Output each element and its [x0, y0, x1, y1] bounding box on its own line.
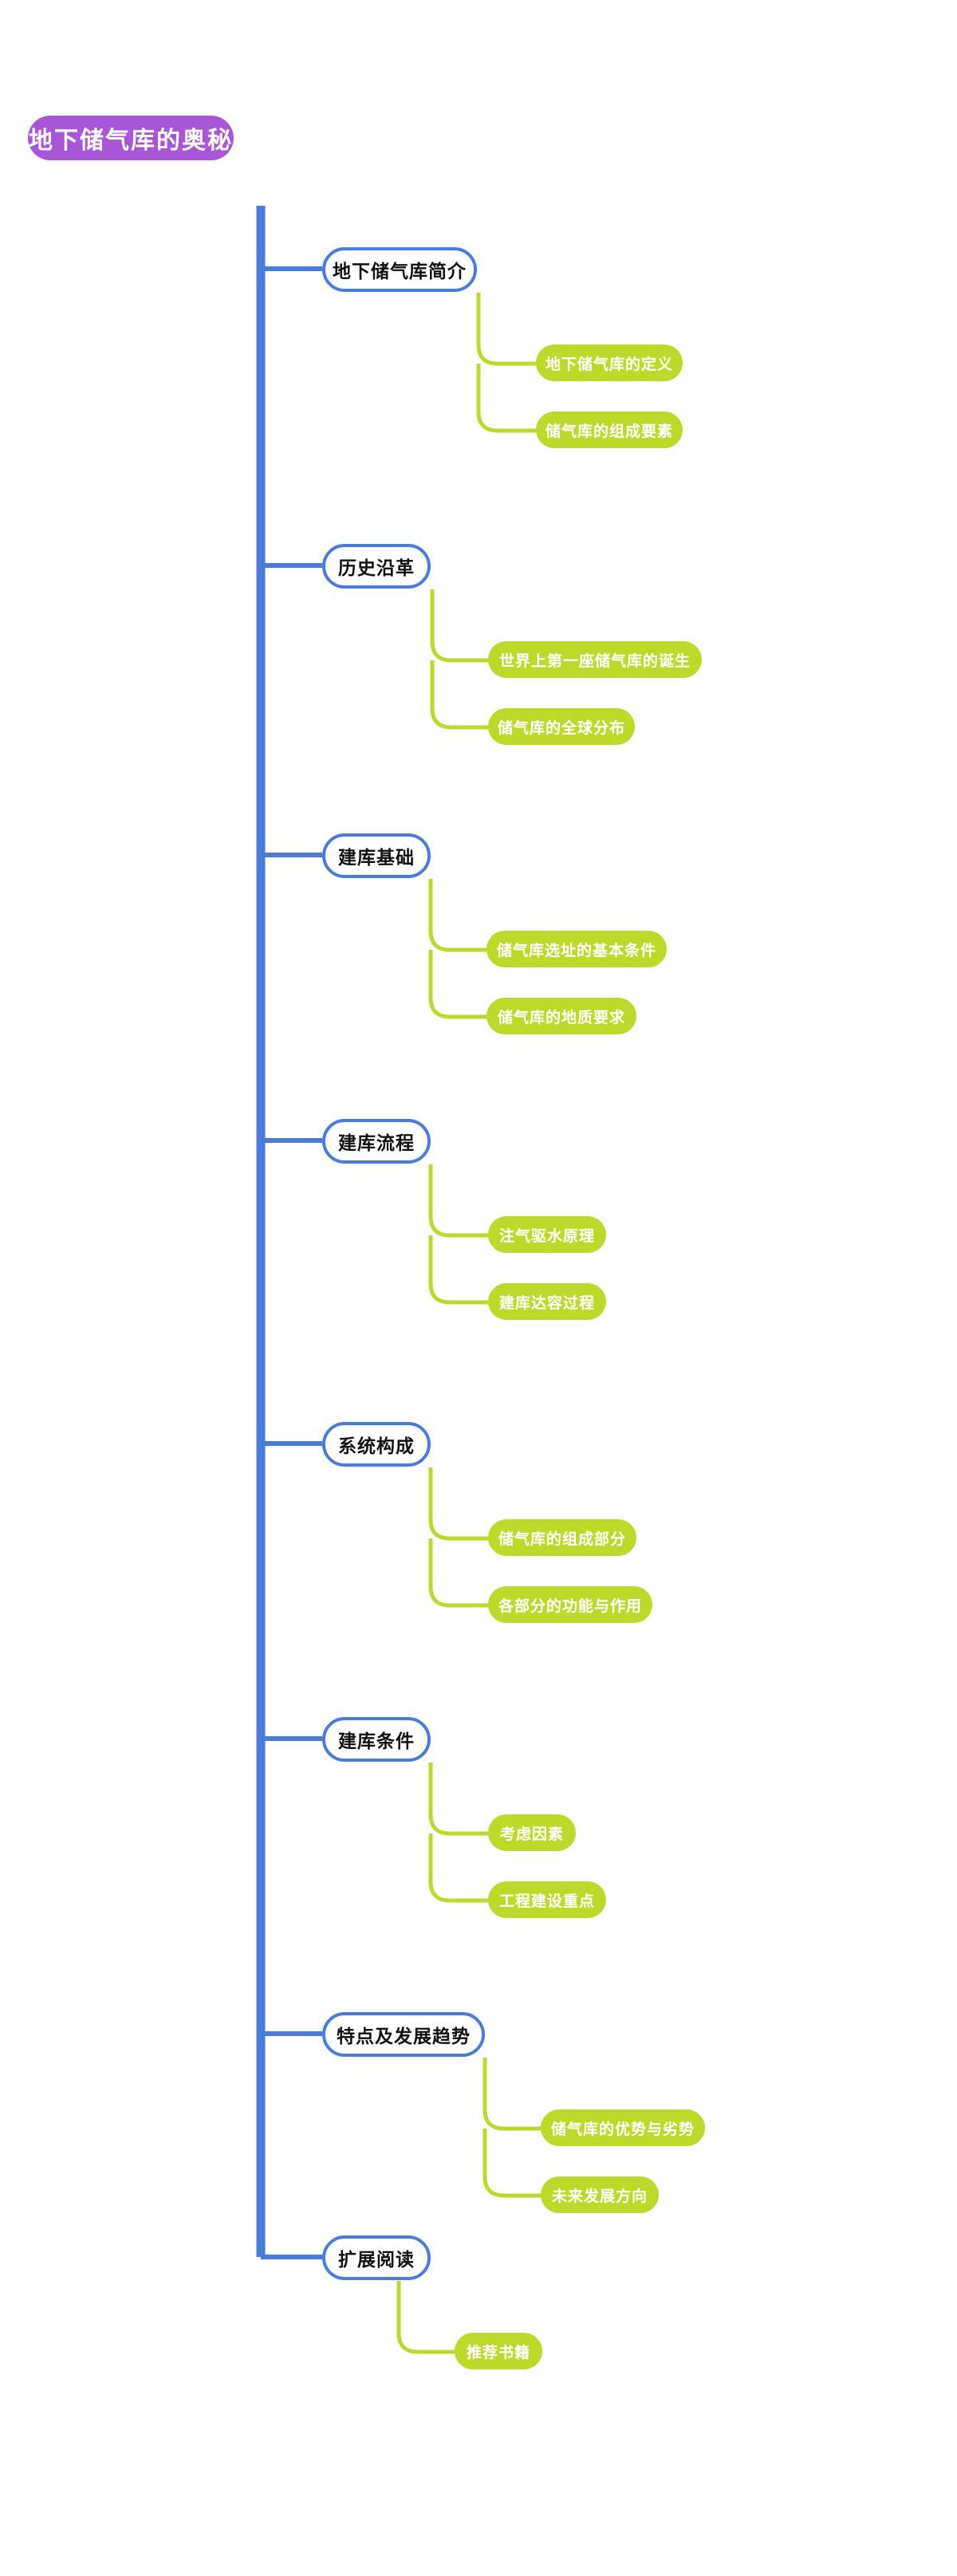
leaf-node-2-1[interactable]: 世界上第一座储气库的诞生 [488, 641, 702, 678]
leaf-node-3-1-label: 储气库选址的基本条件 [497, 942, 657, 959]
leaf-node-4-1[interactable]: 注气驱水原理 [488, 1216, 606, 1253]
leaf-node-4-2[interactable]: 建库达容过程 [488, 1283, 606, 1320]
leaf-stem-3 [430, 589, 488, 663]
leaf-node-8-1-label: 推荐书籍 [467, 2344, 531, 2361]
leaf-node-7-2-label: 未来发展方向 [552, 2188, 648, 2205]
leaf-stem-6 [428, 950, 486, 1019]
branch-node-5-label: 系统构成 [338, 1436, 415, 1456]
branch-node-3-label: 建库基础 [338, 847, 415, 868]
leaf-stem-12 [428, 1834, 488, 1903]
leaf-node-1-1[interactable]: 地下储气库的定义 [536, 345, 683, 381]
leaf-node-6-2[interactable]: 工程建设重点 [488, 1881, 606, 1918]
leaf-stem-8 [428, 1235, 488, 1305]
branch-node-8[interactable]: 扩展阅读 [322, 2235, 431, 2280]
leaf-stem-7 [428, 1164, 488, 1238]
leaf-node-5-1-label: 储气库的组成部分 [498, 1530, 627, 1548]
leaf-stem-13 [482, 2058, 541, 2131]
leaf-node-2-1-label: 世界上第一座储气库的诞生 [499, 652, 691, 670]
branch-node-5[interactable]: 系统构成 [322, 1422, 431, 1467]
leaf-node-6-1-label: 考虑因素 [500, 1826, 565, 1843]
branch-node-4-label: 建库流程 [338, 1132, 415, 1153]
leaf-node-7-1-label: 储气库的优势与劣势 [551, 2121, 695, 2138]
leaf-stem-2 [476, 364, 536, 433]
leaf-node-3-1[interactable]: 储气库选址的基本条件 [486, 931, 667, 967]
leaf-node-1-2[interactable]: 储气库的组成要素 [536, 412, 683, 448]
leaf-stem-1 [476, 293, 536, 366]
leaf-node-2-2-label: 储气库的全球分布 [498, 719, 626, 737]
branch-node-7-label: 特点及发展趋势 [337, 2026, 471, 2046]
branch-node-4[interactable]: 建库流程 [322, 1119, 431, 1164]
leaf-node-4-1-label: 注气驱水原理 [499, 1227, 596, 1245]
leaf-stem-5 [428, 879, 486, 952]
leaf-stem-4 [430, 660, 488, 730]
leaf-node-8-1[interactable]: 推荐书籍 [455, 2333, 542, 2369]
branch-node-8-label: 扩展阅读 [338, 2249, 415, 2270]
leaf-node-5-2-label: 各部分的功能与作用 [498, 1597, 643, 1615]
leaf-stem-14 [482, 2129, 541, 2198]
branch-node-6[interactable]: 建库条件 [322, 1717, 431, 1762]
branch-node-2-label: 历史沿革 [338, 557, 415, 578]
leaf-node-2-2[interactable]: 储气库的全球分布 [488, 708, 635, 745]
leaf-stem-11 [428, 1763, 488, 1836]
leaf-node-1-1-label: 地下储气库的定义 [545, 356, 674, 373]
branch-node-2[interactable]: 历史沿革 [322, 544, 431, 589]
leaf-node-1-2-label: 储气库的组成要素 [545, 423, 674, 440]
branch-node-1-label: 地下储气库简介 [333, 261, 467, 282]
leaf-node-7-2[interactable]: 未来发展方向 [541, 2176, 659, 2213]
branch-node-6-label: 建库条件 [338, 1731, 415, 1751]
root-node[interactable]: 地下储气库的奥秘 [28, 116, 234, 160]
leaf-node-4-2-label: 建库达容过程 [499, 1294, 596, 1312]
leaf-node-6-1[interactable]: 考虑因素 [488, 1814, 576, 1851]
leaf-node-3-2-label: 储气库的地质要求 [498, 1009, 626, 1026]
leaf-node-5-2[interactable]: 各部分的功能与作用 [488, 1586, 652, 1623]
leaf-node-6-2-label: 工程建设重点 [499, 1893, 596, 1910]
leaf-stem-9 [428, 1467, 488, 1541]
root-node-label: 地下储气库的奥秘 [29, 128, 233, 154]
branch-node-7[interactable]: 特点及发展趋势 [322, 2012, 485, 2057]
leaf-stem-10 [428, 1538, 488, 1608]
leaf-node-3-2[interactable]: 储气库的地质要求 [486, 998, 636, 1034]
leaf-stem-15 [396, 2281, 455, 2354]
branch-node-3[interactable]: 建库基础 [322, 833, 431, 878]
leaf-node-5-1[interactable]: 储气库的组成部分 [488, 1519, 636, 1556]
leaf-node-7-1[interactable]: 储气库的优势与劣势 [541, 2109, 705, 2146]
branch-node-1[interactable]: 地下储气库简介 [322, 247, 477, 292]
